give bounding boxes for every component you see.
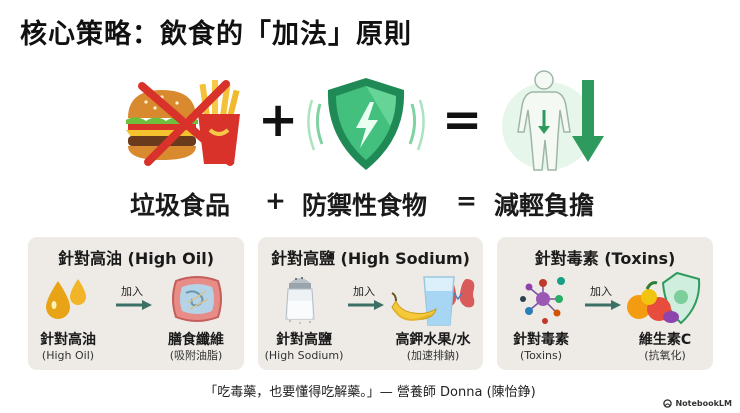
to-sub: (抗氧化) (644, 349, 686, 362)
crossed-junk-food-icon (126, 80, 240, 166)
card-toxins: 針對毒素 (Toxins) 加入 針對毒素 (Toxins) 維生素C (抗氧化… (497, 237, 713, 370)
fruits-shield-icon (627, 271, 701, 325)
from-main: 針對高油 (40, 332, 96, 348)
salt-shaker-icon (285, 277, 315, 324)
add-label: 加入 (121, 285, 143, 298)
to-label: 高鉀水果/水 (加速排鈉) (388, 331, 478, 363)
card-title: 針對毒素 (Toxins) (534, 249, 676, 268)
to-main: 高鉀水果/水 (395, 332, 471, 348)
from-main: 針對高鹽 (276, 332, 332, 348)
from-label: 針對毒素 (Toxins) (503, 331, 579, 363)
equation-junk-food: 垃圾食品 (130, 191, 231, 220)
to-label: 膳食纖維 (吸附油脂) (156, 331, 236, 363)
page-title: 核心策略：飲食的「加法」原則 (20, 19, 412, 50)
card-title: 針對高鹽 (High Sodium) (270, 249, 470, 268)
banana-water-kidney-icon (391, 276, 475, 326)
brand-label: NotebookLM (675, 399, 732, 408)
green-shield-icon (307, 78, 425, 170)
toxin-molecules-icon (520, 277, 565, 324)
equation-row: 垃圾食品 + 防禦性食物 = 減輕負擔 (130, 186, 630, 226)
notebooklm-logo-icon (663, 399, 673, 408)
hero-equals-sign: = (442, 92, 483, 148)
card-high-oil: 針對高油 (High Oil) 加入 針對高油 (High Oil) 膳食纖維 … (28, 237, 244, 370)
from-sub: (High Sodium) (264, 349, 344, 362)
add-label: 加入 (590, 285, 612, 298)
from-label: 針對高鹽 (High Sodium) (262, 331, 346, 363)
add-label: 加入 (353, 285, 375, 298)
to-label: 維生素C (抗氧化) (625, 331, 705, 363)
right-arrow-icon (116, 300, 152, 310)
oil-drops-icon (46, 279, 86, 319)
from-sub: (Toxins) (519, 349, 563, 362)
equation-defensive-food: 防禦性食物 (302, 191, 428, 220)
from-label: 針對高油 (High Oil) (32, 331, 104, 363)
right-arrow-icon (585, 300, 621, 310)
to-main: 膳食纖維 (168, 332, 224, 348)
card-high-sodium: 針對高鹽 (High Sodium) 加入 針對高鹽 (High Sodium)… (258, 237, 483, 370)
card-title: 針對高油 (High Oil) (57, 249, 215, 268)
from-sub: (High Oil) (41, 349, 95, 362)
equation-reduce-burden: 減輕負擔 (494, 191, 595, 220)
hero-plus-sign: + (258, 92, 299, 148)
hero-equation-graphic: + = (0, 70, 740, 174)
to-sub: (加速排鈉) (406, 349, 460, 362)
to-main: 維生素C (638, 332, 692, 348)
right-arrow-icon (348, 300, 384, 310)
intestine-fiber-icon (172, 276, 222, 322)
quote-attribution: 「吃毒藥，也要懂得吃解藥。」— 營養師 Donna (陳怡錚) (204, 385, 536, 400)
body-down-arrow-icon (502, 70, 604, 171)
from-main: 針對毒素 (513, 332, 569, 348)
notebooklm-watermark: NotebookLM (663, 399, 732, 408)
equation-plus: + (265, 186, 286, 215)
to-sub: (吸附油脂) (169, 349, 223, 362)
equation-equals: = (456, 186, 477, 215)
